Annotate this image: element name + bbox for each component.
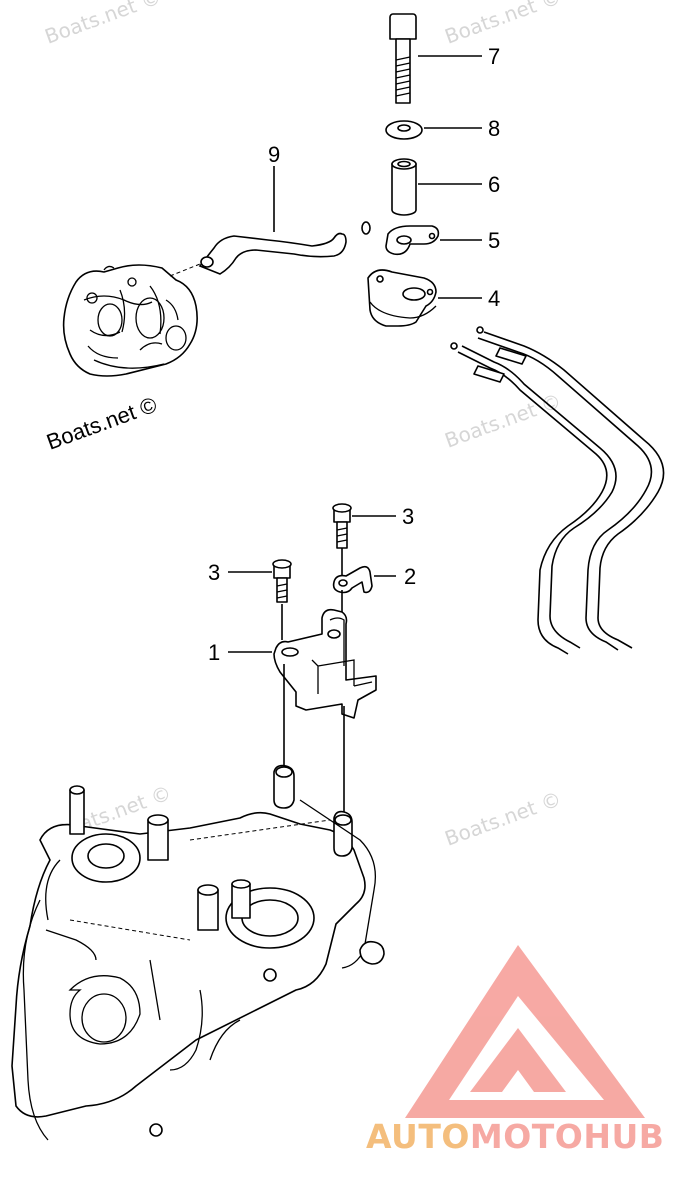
- watermark: Boats.net ©: [442, 388, 565, 452]
- callout-7: 7: [488, 44, 500, 69]
- callout-2: 2: [404, 564, 416, 589]
- part-3-bolt: [272, 559, 292, 603]
- part-1-bracket: [273, 608, 377, 719]
- logo-text-auto: AUTO: [366, 1117, 470, 1156]
- credit-label: Boats.net ©: [43, 392, 160, 455]
- part-4-cam-plate: [367, 269, 437, 327]
- part-3-bolt: [332, 503, 352, 549]
- callout-3: 3: [402, 504, 414, 529]
- part-8-washer: [385, 120, 423, 140]
- intake-manifold: [11, 764, 385, 1141]
- logo-triangle-icon: [405, 945, 645, 1118]
- part-2-clip: [332, 565, 373, 594]
- svg-text:AUTOMOTOHUB: AUTOMOTOHUB: [366, 1117, 664, 1156]
- logo-text-moto: MOTO: [470, 1117, 583, 1156]
- part-7-bolt: [389, 13, 417, 104]
- part-5-cam: [385, 225, 440, 256]
- part-9-hose: [198, 221, 371, 275]
- callout-8: 8: [488, 116, 500, 141]
- automotohub-logo: AUTOMOTOHUB: [366, 945, 664, 1156]
- callout-1: 1: [208, 640, 220, 665]
- callout-6: 6: [488, 172, 500, 197]
- callout-4: 4: [488, 286, 500, 311]
- logo-inner-mark-icon: [470, 1028, 566, 1092]
- watermark: Boats.net ©: [42, 0, 165, 49]
- watermark: Boats.net ©: [442, 0, 565, 49]
- carburetor: [62, 263, 201, 377]
- logo-text-hub: HUB: [583, 1117, 664, 1156]
- callout-9: 9: [268, 142, 280, 167]
- callout-3: 3: [208, 560, 220, 585]
- watermark: Boats.net ©: [442, 786, 565, 850]
- callout-5: 5: [488, 228, 500, 253]
- part-6-sleeve: [391, 158, 417, 216]
- throttle-cables: [450, 326, 665, 655]
